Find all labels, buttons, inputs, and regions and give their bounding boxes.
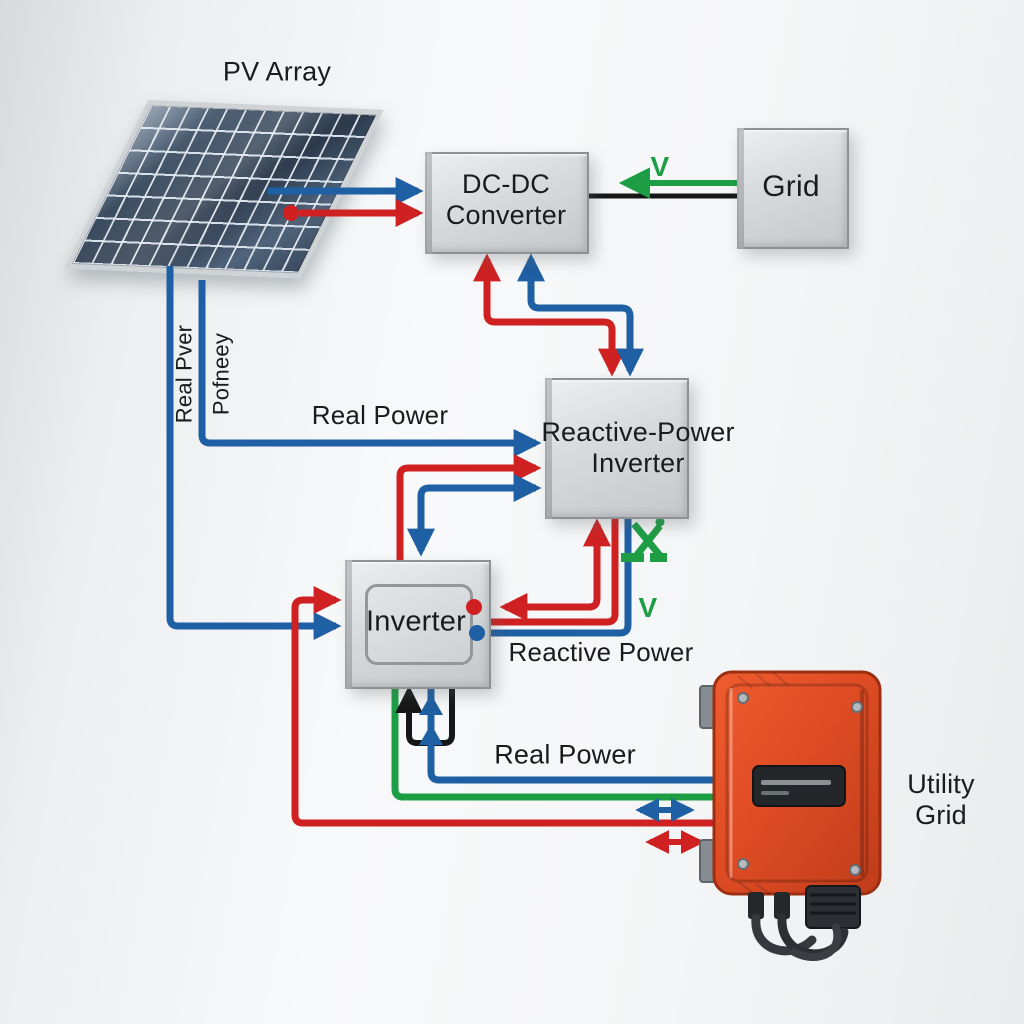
dcdc-rpinverter-red-link: [473, 253, 626, 377]
inverter-to-rpinverter-red-arrow: [396, 454, 542, 562]
inverter-box: [345, 560, 491, 689]
pv-to-inverter-blue-arrow: [166, 266, 342, 640]
reactive-power-inverter-label: Reactive-Power Inverter: [541, 416, 735, 478]
inverter-to-grid-green-line: [391, 683, 716, 801]
pv-vertical-right-label: Pofneey: [208, 332, 234, 416]
voltage-mid-label: V: [638, 591, 658, 623]
rpinverter-to-inverter-red-link: [499, 518, 611, 621]
green-x-icon: [621, 517, 667, 562]
voltage-top-label: V: [650, 150, 670, 182]
dcdc-converter-box: [425, 152, 589, 254]
device-label-plate: [752, 765, 846, 807]
inverter-to-grid-blue-line: [427, 683, 716, 784]
dcdc-rpinverter-blue-link: [517, 253, 644, 377]
grid-box: [737, 128, 849, 249]
blue-up-chevron-1: [419, 694, 443, 715]
real-power-bottom-label: Real Power: [494, 739, 636, 770]
dcdc-converter-label: DC-DC Converter: [445, 168, 567, 230]
inverter-inner-panel: [365, 584, 473, 665]
real-power-mid-label: Real Power: [311, 400, 449, 431]
rpinverter-to-inverter-blue-line: [484, 517, 632, 637]
grid-label: Grid: [762, 169, 820, 203]
rpinverter-to-inverter-red-line: [484, 517, 619, 626]
reactive-power-label: Reactive Power: [508, 637, 694, 668]
orange-wall-inverter: [699, 670, 882, 961]
pv-vertical-left-label: Real Pver: [171, 324, 197, 424]
inverter-red-node-dot: [466, 599, 482, 615]
inverter-blue-node-dot: [469, 625, 485, 641]
blue-up-chevron-2: [419, 724, 443, 745]
pv-array-label: PV Array: [222, 56, 332, 87]
utility-grid-label: Utility Grid: [907, 768, 975, 830]
grid-bus-to-inverter-red-path: [291, 586, 715, 827]
pv-red-node-dot: [283, 205, 299, 221]
reactive-power-inverter-box: [545, 378, 689, 519]
pv-to-rpinverter-real-power-arrow: [198, 280, 542, 457]
inverter-label: Inverter: [366, 605, 466, 638]
inverter-rpinverter-blue-link: [407, 474, 542, 557]
